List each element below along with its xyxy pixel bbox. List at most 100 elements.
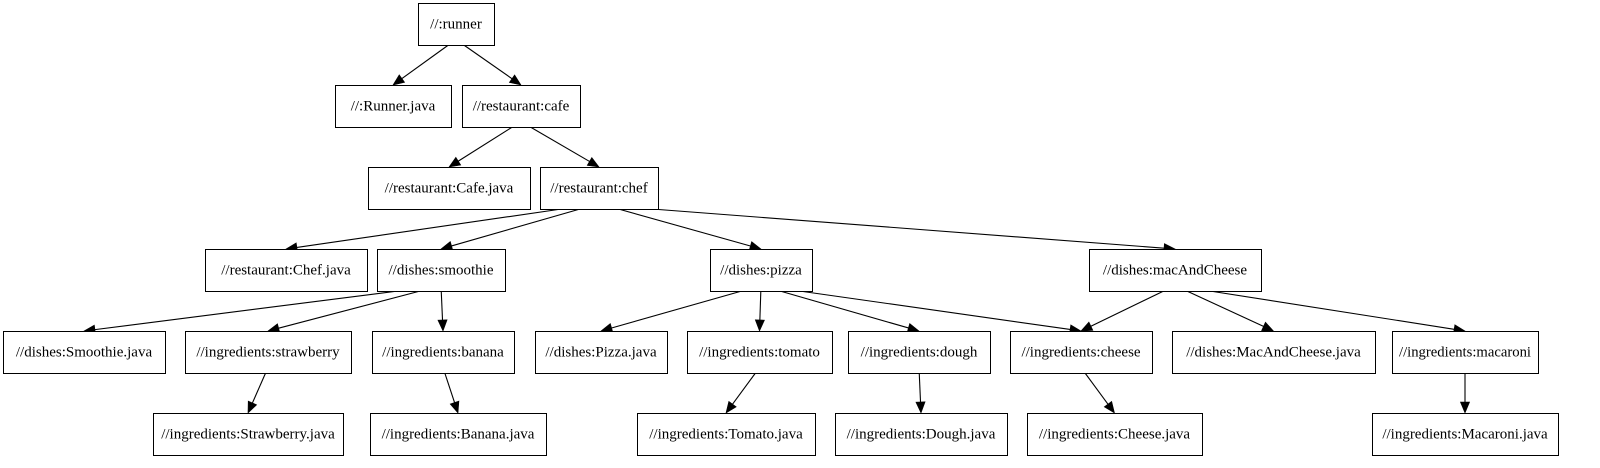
graph-edge: [437, 290, 448, 332]
edge-line: [440, 290, 444, 321]
node-border: [462, 85, 581, 128]
graph-node[interactable]: //ingredients:tomato: [687, 331, 833, 374]
graph-node[interactable]: //:runner: [418, 3, 495, 46]
edge-arrowhead-icon: [725, 400, 737, 414]
edge-line: [463, 44, 513, 80]
node-label: //restaurant:chef: [550, 180, 647, 196]
graph-node[interactable]: //ingredients:banana: [372, 331, 515, 374]
edge-arrowhead-icon: [437, 319, 448, 332]
graph-node[interactable]: //restaurant:Chef.java: [205, 249, 368, 292]
edge-line: [779, 290, 909, 329]
graph-node[interactable]: //dishes:pizza: [710, 249, 813, 292]
graph-node[interactable]: //dishes:smoothie: [377, 249, 506, 292]
node-border: [370, 413, 547, 456]
graph-edge: [799, 290, 1082, 335]
node-border: [335, 85, 452, 128]
graph-edge: [1459, 373, 1471, 414]
node-border: [418, 3, 495, 46]
graph-edge: [1209, 290, 1466, 335]
graph-node[interactable]: //restaurant:cafe: [462, 85, 581, 128]
graph-node[interactable]: //ingredients:macaroni: [1392, 331, 1539, 374]
node-border: [153, 413, 344, 456]
edge-arrowhead-icon: [247, 400, 258, 414]
graph-edge: [448, 126, 513, 168]
node-label: //dishes:Smoothie.java: [16, 344, 153, 360]
node-label: //restaurant:cafe: [473, 98, 570, 114]
node-label: //dishes:MacAndCheese.java: [1186, 344, 1361, 360]
node-label: //ingredients:Cheese.java: [1039, 426, 1191, 442]
node-border: [1372, 413, 1559, 456]
graph-edge: [725, 372, 756, 414]
node-label: //dishes:smoothie: [389, 262, 494, 278]
graph-edge: [1084, 372, 1115, 414]
graph-node[interactable]: //ingredients:Cheese.java: [1027, 413, 1203, 456]
graph-node[interactable]: //ingredients:Dough.java: [835, 413, 1008, 456]
node-border: [848, 331, 991, 374]
node-border: [540, 167, 659, 210]
graph-edge: [530, 126, 600, 168]
edge-line: [799, 290, 1071, 330]
edge-arrowhead-icon: [1261, 321, 1275, 332]
node-label: //ingredients:cheese: [1021, 344, 1140, 360]
edge-arrowhead-icon: [754, 319, 765, 332]
node-border: [372, 331, 515, 374]
node-border: [710, 249, 813, 292]
node-border: [377, 249, 506, 292]
edge-line: [1090, 290, 1164, 327]
graph-edge: [285, 208, 562, 253]
graph-node[interactable]: //ingredients:strawberry: [185, 331, 352, 374]
node-label: //ingredients:macaroni: [1399, 344, 1531, 360]
node-label: //dishes:macAndCheese: [1103, 262, 1247, 278]
edge-arrowhead-icon: [448, 156, 462, 168]
edge-line: [1209, 290, 1455, 330]
edge-arrowhead-icon: [508, 74, 522, 86]
node-border: [1089, 249, 1262, 292]
graph-node[interactable]: //restaurant:chef: [540, 167, 659, 210]
graph-node[interactable]: //:Runner.java: [335, 85, 452, 128]
graph-edge: [600, 290, 742, 333]
node-border: [1010, 331, 1153, 374]
edge-arrowhead-icon: [1459, 401, 1471, 414]
edge-arrowhead-icon: [915, 401, 926, 414]
node-label: //dishes:pizza: [720, 262, 802, 278]
node-border: [1172, 331, 1376, 374]
edge-line: [444, 372, 456, 403]
graph-edge: [1080, 290, 1164, 332]
graph-node[interactable]: //dishes:MacAndCheese.java: [1172, 331, 1376, 374]
edge-line: [611, 290, 742, 329]
graph-node[interactable]: //ingredients:dough: [848, 331, 991, 374]
node-border: [687, 331, 833, 374]
graph-node[interactable]: //dishes:Smoothie.java: [3, 331, 166, 374]
edge-arrowhead-icon: [1103, 400, 1115, 414]
node-label: //ingredients:dough: [861, 344, 978, 360]
graph-node[interactable]: //dishes:Pizza.java: [535, 331, 668, 374]
graph-edge: [754, 290, 765, 332]
edge-line: [651, 208, 1165, 249]
node-border: [368, 167, 531, 210]
graph-node[interactable]: //ingredients:Tomato.java: [637, 413, 816, 456]
edge-line: [401, 44, 449, 80]
edge-line: [458, 126, 513, 162]
node-border: [1392, 331, 1539, 374]
node-border: [535, 331, 668, 374]
edge-line: [1084, 372, 1109, 405]
graph-node[interactable]: //ingredients:Banana.java: [370, 413, 547, 456]
graph-node[interactable]: //dishes:macAndCheese: [1089, 249, 1262, 292]
graph-node[interactable]: //ingredients:Strawberry.java: [153, 413, 344, 456]
node-label: //ingredients:tomato: [699, 344, 820, 360]
graph-node[interactable]: //ingredients:cheese: [1010, 331, 1153, 374]
graph-node[interactable]: //restaurant:Cafe.java: [368, 167, 531, 210]
edge-line: [451, 208, 581, 247]
node-label: //ingredients:Dough.java: [847, 426, 996, 442]
node-border: [205, 249, 368, 292]
edge-line: [278, 290, 421, 329]
graph-node[interactable]: //ingredients:Macaroni.java: [1372, 413, 1559, 456]
graph-edge: [651, 208, 1176, 254]
edge-arrowhead-icon: [449, 400, 460, 414]
node-label: //ingredients:Banana.java: [382, 426, 535, 442]
graph-edge: [779, 290, 920, 333]
graph-edge: [463, 44, 522, 86]
edge-arrowhead-icon: [392, 74, 406, 86]
edge-arrowhead-icon: [586, 156, 600, 168]
